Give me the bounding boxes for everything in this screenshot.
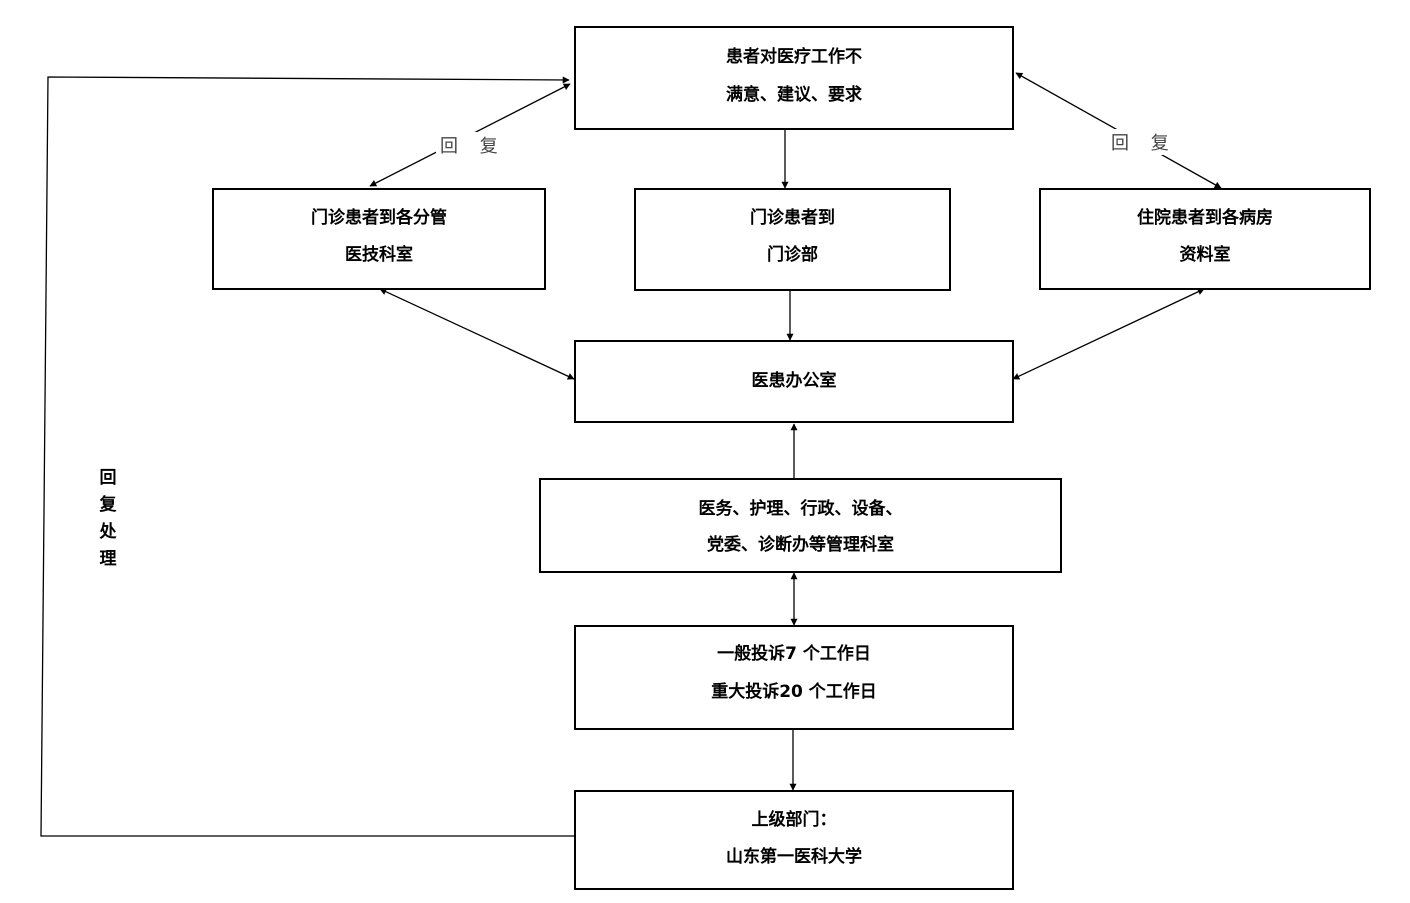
node-outpatient-tech-line2: 医技科室 bbox=[345, 245, 413, 265]
edge-outpatient-tech-office bbox=[379, 288, 575, 380]
reply-label-left: 回 复 bbox=[436, 132, 510, 158]
node-outpatient-dept: 门诊患者到 门诊部 bbox=[634, 188, 951, 291]
node-timeline-line1: 一般投诉7 个工作日 bbox=[717, 644, 871, 664]
reply-process-char: 理 bbox=[99, 549, 117, 569]
node-admin-depts-line1: 医务、护理、行政、设备、 bbox=[698, 499, 903, 519]
node-office: 医患办公室 bbox=[574, 340, 1014, 423]
node-outpatient-dept-line1: 门诊患者到 bbox=[750, 208, 835, 228]
node-superior-line1: 上级部门： bbox=[751, 810, 837, 830]
node-complaint-line2: 满意、建议、要求 bbox=[726, 85, 862, 105]
node-complaint-line1: 患者对医疗工作不 bbox=[726, 47, 862, 67]
node-inpatient-line2: 资料室 bbox=[1179, 245, 1231, 265]
node-superior-line2: 山东第一医科大学 bbox=[726, 847, 862, 867]
edge-superior-to-complaint-loop bbox=[40, 76, 574, 837]
node-outpatient-tech-line1: 门诊患者到各分管 bbox=[311, 208, 447, 228]
reply-process-label: 回 复 处 理 bbox=[95, 465, 121, 573]
reply-process-char: 复 bbox=[99, 495, 117, 515]
edge-inpatient-office bbox=[1012, 288, 1205, 380]
node-admin-depts-line2: 党委、诊断办等管理科室 bbox=[707, 535, 894, 555]
node-outpatient-tech: 门诊患者到各分管 医技科室 bbox=[212, 188, 546, 290]
node-inpatient: 住院患者到各病房 资料室 bbox=[1039, 188, 1371, 290]
reply-label-right: 回 复 bbox=[1107, 129, 1181, 155]
node-admin-depts: 医务、护理、行政、设备、 党委、诊断办等管理科室 bbox=[539, 478, 1062, 573]
node-timeline: 一般投诉7 个工作日 重大投诉20 个工作日 bbox=[574, 625, 1014, 730]
node-inpatient-line1: 住院患者到各病房 bbox=[1137, 208, 1273, 228]
node-office-line1: 医患办公室 bbox=[751, 371, 837, 391]
node-complaint: 患者对医疗工作不 满意、建议、要求 bbox=[574, 26, 1014, 130]
reply-process-char: 回 bbox=[99, 468, 117, 488]
node-timeline-line2: 重大投诉20 个工作日 bbox=[711, 682, 877, 702]
node-superior: 上级部门： 山东第一医科大学 bbox=[574, 790, 1014, 890]
node-outpatient-dept-line2: 门诊部 bbox=[767, 245, 818, 265]
reply-process-char: 处 bbox=[99, 522, 117, 542]
